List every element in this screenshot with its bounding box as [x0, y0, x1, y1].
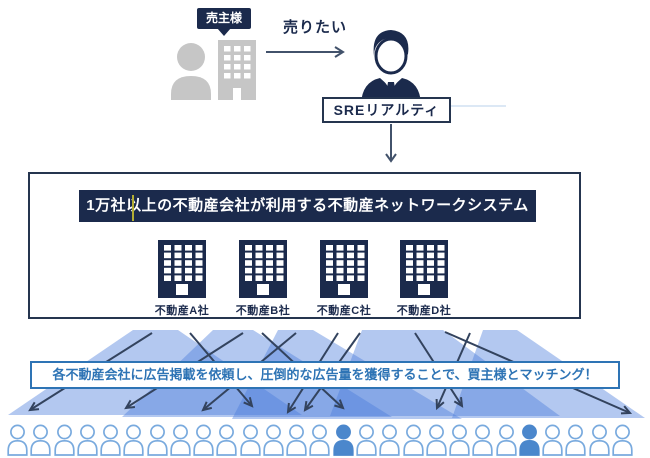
- buyer-icon: [495, 424, 517, 456]
- seller-badge: 売主様: [197, 8, 251, 29]
- buyer-icon: [216, 424, 238, 456]
- buyer-icon: [426, 424, 447, 456]
- company-label: 不動産A社: [154, 305, 210, 317]
- buyer-icon-highlighted: [519, 424, 540, 456]
- buyer-icon: [402, 424, 424, 456]
- buyer-icon: [30, 424, 51, 456]
- buyer-icon: [100, 424, 121, 456]
- sell-arrow-right-icon: [264, 44, 348, 60]
- buyer-icon: [53, 424, 75, 456]
- agent-label-box: SREリアルティ: [322, 97, 451, 123]
- buyer-icon: [263, 424, 284, 456]
- network-system-box: 1万社以上の不動産会社が利用する不動産ネットワークシステム 不動産A社 不動産B…: [28, 172, 581, 319]
- buyer-icon: [588, 424, 610, 456]
- buyer-icon: [146, 424, 168, 456]
- arrow-down-icon: [383, 122, 399, 166]
- buyer-icon: [123, 424, 144, 456]
- buyer-icon-highlighted: [333, 424, 354, 456]
- matching-banner: 各不動産会社に広告掲載を依頼し、圧倒的な広告量を獲得することで、買主様とマッチン…: [30, 361, 620, 389]
- agent-person-icon: [356, 24, 426, 104]
- text-caret: [132, 195, 134, 221]
- buyer-icon: [612, 424, 633, 456]
- agent-box-tail: [451, 105, 506, 107]
- buyer-icon: [286, 424, 307, 456]
- buyer-icon: [309, 424, 331, 456]
- buyer-icon: [77, 424, 98, 456]
- network-headline: 1万社以上の不動産会社が利用する不動産ネットワークシステム: [79, 190, 536, 222]
- buyers-row: [7, 424, 633, 456]
- buyer-icon: [7, 424, 28, 456]
- company-label: 不動産C社: [316, 305, 372, 317]
- company-label: 不動産D社: [396, 305, 452, 317]
- buyer-icon: [193, 424, 214, 456]
- buyer-icon: [449, 424, 470, 456]
- company-building-icon: [400, 240, 448, 298]
- company-building-icon: [239, 240, 287, 298]
- buyer-icon: [565, 424, 587, 456]
- buyer-icon: [472, 424, 493, 456]
- sell-intent-text: 売りたい: [282, 19, 347, 36]
- seller-badge-pointer: [217, 28, 231, 36]
- buyer-icon: [542, 424, 563, 456]
- buyer-icon: [356, 424, 377, 456]
- company-building-icon: [320, 240, 368, 298]
- company-label: 不動産B社: [235, 305, 291, 317]
- company-building-icon: [158, 240, 206, 298]
- buyer-icon: [240, 424, 261, 456]
- buyer-icon: [170, 424, 191, 456]
- buyer-icon: [379, 424, 400, 456]
- seller-icon: [168, 36, 258, 100]
